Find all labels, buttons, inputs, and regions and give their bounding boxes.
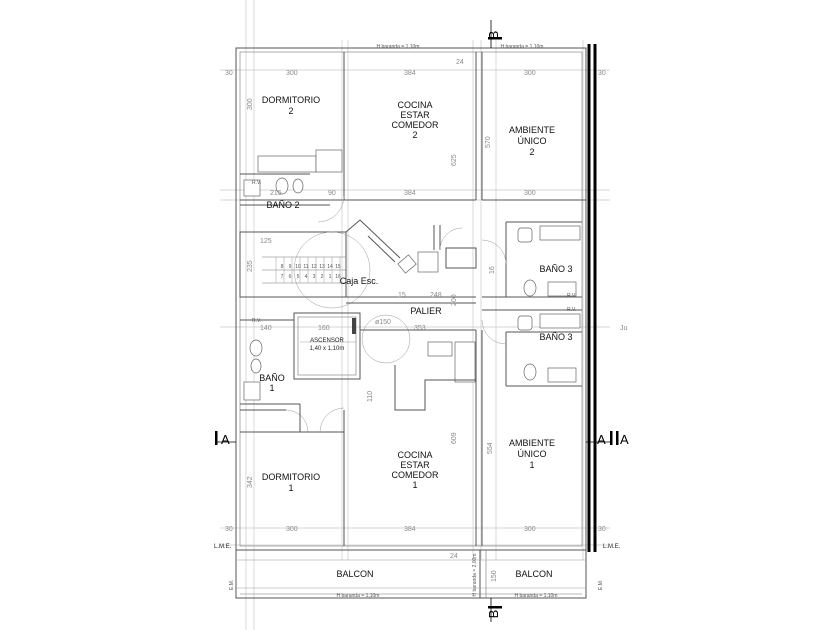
stair-number: 12 xyxy=(311,264,317,270)
dim-label: 200 xyxy=(451,294,458,306)
label-baranda: H baranda = 1,10m xyxy=(337,593,380,599)
label-rv: R.V. xyxy=(252,180,261,186)
dim-label: 24 xyxy=(450,553,458,560)
label-baranda: H baranda = 1,10m xyxy=(377,44,420,50)
stair-number: 11 xyxy=(303,264,308,270)
dim-label: 384 xyxy=(404,526,416,533)
dim-label: 30 xyxy=(225,526,233,533)
dim-label: 215 xyxy=(270,190,282,197)
dim-label: 300 xyxy=(524,70,536,77)
annotations: A A A B B L.M.E. L.M.E. E.M. E.M. R.V. R… xyxy=(214,31,629,619)
dim-label: 140 xyxy=(260,325,272,332)
outer-walls xyxy=(235,47,587,599)
dim-label: 30 xyxy=(598,526,606,533)
dim-label: 30 xyxy=(598,70,606,77)
section-b-top: B xyxy=(486,31,501,40)
stair-number: 13 xyxy=(319,264,325,270)
stair-number: 4 xyxy=(305,274,308,280)
dim-label: 300 xyxy=(247,98,254,110)
stair-number: 10 xyxy=(295,264,301,270)
label-baranda-vertical: H baranda = 2,00m xyxy=(472,554,478,597)
room-bano-2: BAÑO 2 xyxy=(266,200,299,210)
dim-label: 625 xyxy=(451,154,458,166)
dim-label: 30 xyxy=(225,70,233,77)
dim-label: 300 xyxy=(524,526,536,533)
dim-label: 570 xyxy=(485,136,492,148)
dim-label: 235 xyxy=(247,260,254,272)
dim-label: 384 xyxy=(404,70,416,77)
stair-number: 15 xyxy=(335,264,341,270)
stair-number: 2 xyxy=(321,274,324,280)
dim-label: 150 xyxy=(491,570,498,582)
room-palier: PALIER xyxy=(410,306,442,316)
dim-label: 554 xyxy=(487,442,494,454)
stair-number: 6 xyxy=(289,274,292,280)
label-rv: R.V. xyxy=(567,307,576,313)
dim-label: 248 xyxy=(430,292,442,299)
section-a-left: A xyxy=(221,432,230,447)
room-bano-3b: BAÑO 3 xyxy=(539,332,572,342)
label-em-left: E.M. xyxy=(229,580,235,590)
stair-number: 5 xyxy=(297,274,300,280)
label-baranda: H baranda = 1,10m xyxy=(515,593,558,599)
balcony-details xyxy=(236,559,586,589)
label-rv: R.V. xyxy=(567,293,576,299)
section-marks xyxy=(215,20,619,622)
dim-label: 384 xyxy=(404,190,416,197)
dim-label: 24 xyxy=(456,59,464,66)
stair-number: 14 xyxy=(327,264,333,270)
dim-label: 353 xyxy=(414,325,426,332)
room-balcon-2: BALCON xyxy=(515,569,552,579)
label-ju: Ju xyxy=(620,325,628,332)
dimensions: 30 300 384 24 300 30 300 625 570 215 90 … xyxy=(225,59,606,582)
label-em-right: E.M. xyxy=(598,580,604,590)
dim-label: 342 xyxy=(247,476,254,488)
dim-label: 160 xyxy=(318,325,330,332)
sanitary-fixtures xyxy=(243,177,581,401)
stair-number: 7 xyxy=(281,274,284,280)
stair-number: 8 xyxy=(281,264,284,270)
dim-label: 609 xyxy=(451,432,458,444)
label-rv: R.V. xyxy=(252,318,261,324)
dim-label: 300 xyxy=(286,526,298,533)
dim-label: 300 xyxy=(286,70,298,77)
room-caja-escalera: Caja Esc. xyxy=(340,276,379,286)
label-lme-right: L.M.E. xyxy=(603,544,621,550)
stair-number: 9 xyxy=(289,264,292,270)
section-a-right: A xyxy=(597,432,606,447)
dim-label: 15 xyxy=(398,292,406,299)
dim-label: 110 xyxy=(367,391,374,402)
stair-number: 16 xyxy=(335,274,341,280)
stair-number: 1 xyxy=(329,274,332,280)
dim-label: 90 xyxy=(328,190,336,197)
dim-label: 16 xyxy=(489,266,496,274)
stair-number: 3 xyxy=(313,274,316,280)
party-wall xyxy=(587,44,597,552)
section-b-bottom: B xyxy=(486,610,501,619)
section-a-right-2: A xyxy=(620,432,629,447)
dim-label: 125 xyxy=(260,238,272,245)
label-baranda: H baranda = 1,10m xyxy=(501,44,544,50)
interior-walls xyxy=(239,52,586,546)
dim-label: 300 xyxy=(524,190,536,197)
room-balcon-1: BALCON xyxy=(336,569,373,579)
label-stair-diameter: ø150 xyxy=(375,319,391,326)
stair-numbers: 8 9 10 11 12 13 14 15 7 6 5 4 3 2 1 16 xyxy=(281,264,341,280)
room-bano-3a: BAÑO 3 xyxy=(539,264,572,274)
label-lme-left: L.M.E. xyxy=(214,544,232,550)
